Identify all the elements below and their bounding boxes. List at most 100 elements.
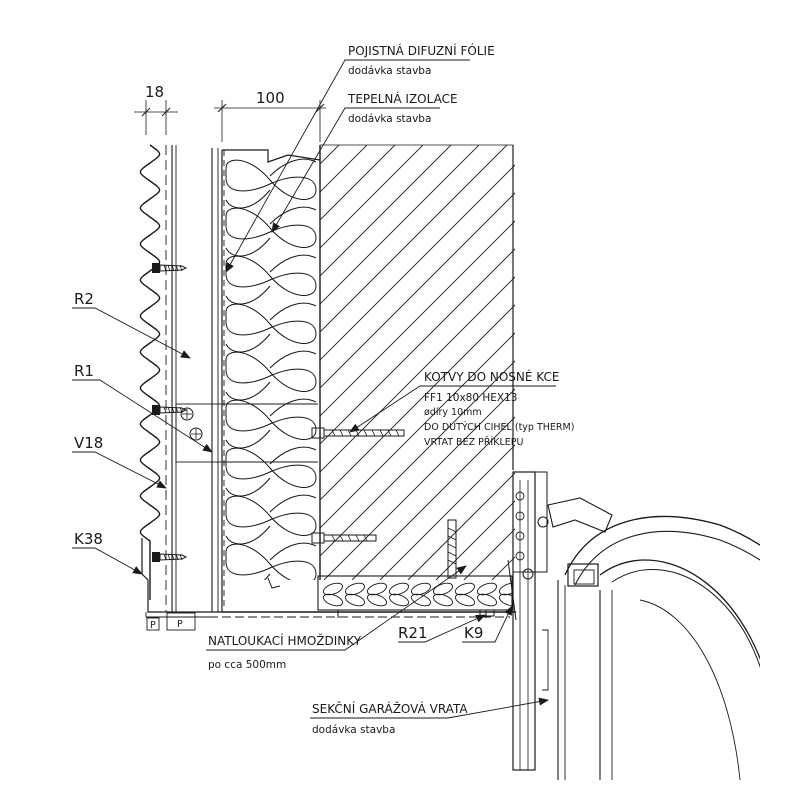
insulation-loop [225,158,317,209]
soffit-insulation-loop [498,593,512,607]
screw-thread [163,406,167,414]
screw-thread [171,406,175,414]
insulation-loop [225,399,317,440]
screw-thread [167,264,171,272]
screw-head [152,263,160,273]
insulation-loop [225,303,317,344]
anchors-line4: VRTAT BEZ PŘÍKLEPU [424,436,523,448]
wall-hatch-line [435,500,515,580]
soffit-insulation-loop [366,593,388,607]
screw-thread [179,553,183,561]
wall-hatch-line [0,140,260,580]
wall-hatch-line [320,145,368,193]
dimension-18-text: 18 [145,83,164,101]
insulation-loop [225,447,317,488]
screw-shank [159,264,188,272]
masonry-wall [0,140,800,580]
label-v18: V18 [74,434,103,452]
insulation-loop [225,495,317,536]
anchors-line2: ødíry 10mm [424,407,482,418]
subframe-profile [165,145,219,612]
soffit-insulation-loop [388,582,410,596]
foil-sub: dodávka stavba [348,65,431,77]
screw-thread [175,264,179,272]
screw-thread [175,406,179,414]
door-sub: dodávka stavba [312,724,395,736]
wall-hatch-line [320,145,508,333]
wall-hatch-line [320,332,515,529]
insulation-loop [225,254,317,305]
wall-hatch-line [320,360,515,557]
soffit-insulation-loop [454,593,476,607]
garage-door [512,471,760,780]
soffit-insulation-loop [476,582,498,596]
leader-lines [72,59,556,719]
insulation-loop [225,255,317,296]
label-k38: K38 [74,530,103,548]
wall-hatch-line [320,304,515,501]
soffit-insulation-loop [498,582,512,596]
dimension-100: 100 [214,89,326,142]
insulation-sub: dodávka stavba [348,113,431,125]
plug-anchors [337,609,495,618]
insulation-loop [225,543,317,580]
screw-thread [167,406,171,414]
wall-hatch-line [323,388,515,580]
frame-holes [515,491,525,561]
anchors-title: KOTVY DO NOSNÉ KCE [424,369,559,384]
foil-title: POJISTNÁ DIFUZNÍ FÓLIE [348,43,495,58]
soffit-insulation-loop [366,582,388,596]
wall-anchor-upper [311,427,405,439]
wall-hatch-line [491,556,515,580]
wall-hatch-line [320,220,515,417]
soffit-insulation-loop [476,593,498,607]
wall-hatch-line [0,140,288,580]
insulation-loop [225,207,317,248]
dimension-100-text: 100 [256,89,285,107]
bracket-r1 [175,403,318,463]
thermal-insulation [221,149,321,612]
insulation-title: TEPELNÁ IZOLACE [347,91,458,106]
wall-hatch-line [320,145,424,249]
wall-hatch-line [548,140,800,580]
wall-hatch-line [463,528,515,580]
wall-anchor-lower [311,532,377,544]
anchors-line1: FF1 10x80 HEX13 [424,392,517,404]
wall-hatch-line [320,164,515,361]
label-r21: R21 [398,624,428,642]
plugs-title: NATLOUKACÍ HMOŽDINKY [208,633,362,648]
soffit-insulation-loop [322,582,344,596]
wall-hatch-line [320,192,515,389]
cladding-screws [152,263,188,562]
corrugated-cladding [139,144,161,600]
soffit-insulation-loop [410,582,432,596]
annotation-labels: POJISTNÁ DIFUZNÍ FÓLIE dodávka stavba TE… [74,43,574,736]
soffit-insulation-loop [344,582,366,596]
wall-hatch-line [320,145,480,305]
screw-thread [175,553,179,561]
wall-hatch-line [351,416,515,580]
soffit-insulation-loop [432,582,454,596]
p-mark-left: P [150,620,156,631]
screw-head [152,405,160,415]
anchors-line3: DO DUTÝCH CIHEL (typ THERM) [424,421,574,433]
label-r1: R1 [74,362,94,380]
screw-thread [167,553,171,561]
soffit-insulation-loop [432,593,454,607]
screw-thread [163,553,167,561]
soffit-insulation-loop [344,593,366,607]
insulation-loop [225,351,317,392]
soffit-insulation-loop [454,582,476,596]
insulation-loop [225,159,317,200]
screw-shank [159,406,188,414]
wall-hatch-line [320,248,515,445]
wall-hatch-line [604,140,800,580]
screw-thread [171,264,175,272]
screw-thread [179,406,183,414]
p-mark-right: P [177,619,183,630]
label-k9: K9 [464,624,483,642]
wall-hatch-line [379,444,515,580]
screw-head [152,552,160,562]
wall-hatch-line [320,145,452,277]
